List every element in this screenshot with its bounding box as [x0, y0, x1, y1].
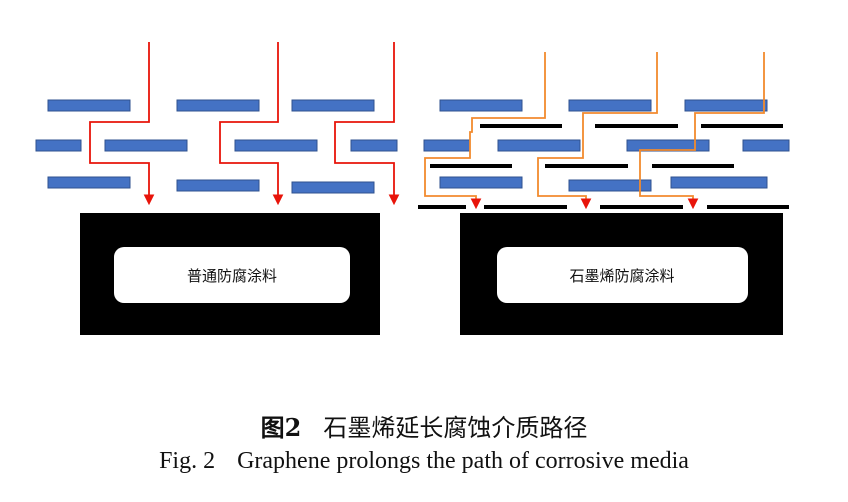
coating-flake	[684, 99, 768, 112]
figure-title-cn: 石墨烯延长腐蚀介质路径	[323, 414, 588, 442]
coating-flake	[47, 176, 131, 189]
coating-flake	[423, 139, 471, 152]
corrosion-path-arrow	[424, 52, 546, 210]
left-panel: 普通防腐涂料	[35, 42, 400, 335]
coating-flake	[568, 179, 652, 192]
right-corrosion-paths	[424, 52, 765, 210]
corrosion-path-arrow	[89, 42, 155, 206]
corrosion-path-arrow	[639, 52, 765, 210]
right-coating-label: 石墨烯防腐涂料	[569, 267, 674, 285]
right-coating-flakes	[423, 99, 790, 192]
coating-flake	[291, 99, 375, 112]
coating-flake	[35, 139, 82, 152]
figure-title-en: Graphene prolongs the path of corrosive …	[237, 448, 689, 474]
coating-flake	[670, 176, 768, 189]
figure-caption-en: Fig. 2 Graphene prolongs the path of corr…	[0, 448, 848, 478]
coating-flake	[291, 181, 375, 194]
coating-flake	[350, 139, 398, 152]
left-corrosion-paths	[89, 42, 400, 206]
coating-flake	[176, 179, 260, 192]
figure-number-en: Fig. 2	[159, 448, 216, 474]
corrosion-path-diagram: 普通防腐涂料	[35, 42, 790, 335]
right-label-box	[497, 247, 748, 303]
right-panel: 石墨烯防腐涂料	[418, 52, 790, 335]
figure-number-cn: 图2	[260, 413, 302, 442]
coating-flake	[439, 99, 523, 112]
graphene-sheets	[418, 124, 789, 209]
coating-flake	[497, 139, 581, 152]
left-coating-label: 普通防腐涂料	[187, 267, 277, 285]
figure-caption-cn: 图2 石墨烯延长腐蚀介质路径	[0, 408, 848, 442]
corrosion-path-arrow	[219, 42, 284, 206]
coating-flake	[742, 139, 790, 152]
left-label-box	[114, 247, 350, 303]
coating-flake	[568, 99, 652, 112]
coating-flake	[47, 99, 131, 112]
coating-flake	[626, 139, 710, 152]
corrosion-path-arrow	[334, 42, 400, 206]
left-coating-flakes	[35, 99, 398, 194]
corrosion-path-arrow	[537, 52, 658, 210]
coating-flake	[234, 139, 318, 152]
coating-flake	[104, 139, 188, 152]
coating-flake	[439, 176, 523, 189]
coating-flake	[176, 99, 260, 112]
